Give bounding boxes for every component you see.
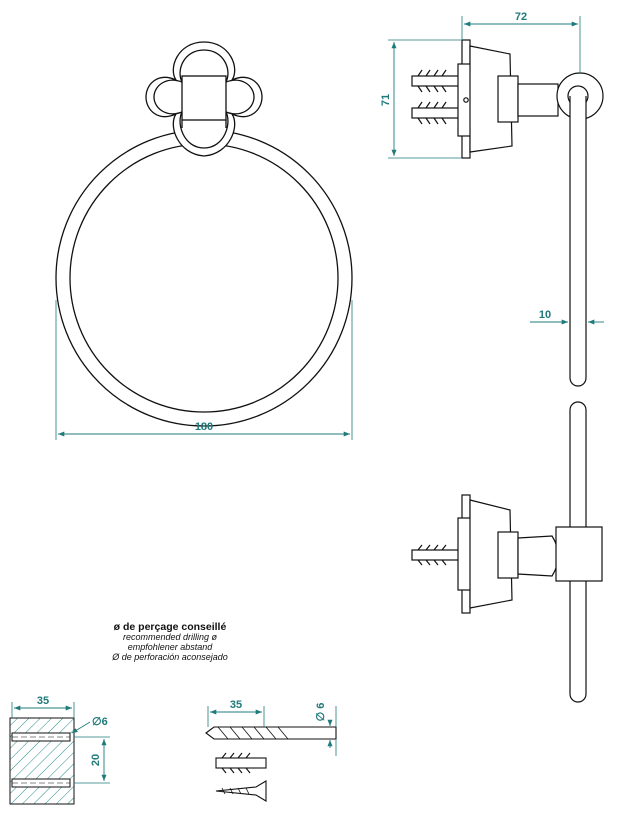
wall-plug-single bbox=[411, 544, 463, 566]
side-view-top bbox=[411, 39, 604, 387]
dimension-ring-width: 180 bbox=[55, 300, 353, 440]
notes-title: ø de perçage conseillé bbox=[113, 621, 227, 633]
dimension-hole-diameter-left: ∅6 bbox=[71, 716, 108, 734]
wall-plug-upper bbox=[411, 69, 463, 93]
dimension-drill-depth: 35 bbox=[207, 699, 265, 727]
dimension-rod-diameter: 10 bbox=[530, 309, 604, 325]
notes-german: empfohlener abstand bbox=[127, 642, 213, 652]
notes-spanish: Ø de perforación aconsejado bbox=[112, 652, 228, 662]
front-view-ring bbox=[55, 41, 353, 427]
dimension-depth: 72 bbox=[461, 11, 581, 74]
ring-width-label: 180 bbox=[195, 421, 213, 433]
wall-plug-lower bbox=[411, 101, 463, 125]
drill-bit bbox=[205, 726, 337, 740]
wall-plug-detail bbox=[215, 752, 267, 774]
hole-diameter-left-label: ∅6 bbox=[92, 716, 108, 728]
drilling-notes: ø de perçage conseillé recommended drill… bbox=[70, 622, 270, 662]
screw-detail bbox=[215, 780, 267, 802]
hole-spacing-label: 20 bbox=[90, 754, 102, 766]
drilling-wall-section bbox=[9, 717, 75, 805]
rod-diameter-label: 10 bbox=[539, 309, 551, 321]
height-label: 71 bbox=[380, 94, 392, 106]
notes-english: recommended drilling ø bbox=[122, 632, 218, 642]
side-view-bottom bbox=[411, 401, 603, 703]
drill-diameter-label: ∅ 6 bbox=[315, 703, 327, 722]
dimension-height: 71 bbox=[380, 39, 462, 159]
hole-depth-left-label: 35 bbox=[37, 695, 49, 707]
dimension-hole-depth-left: 35 bbox=[11, 695, 75, 718]
depth-label: 72 bbox=[515, 11, 527, 23]
dimension-drill-diameter: ∅ 6 bbox=[315, 703, 337, 756]
drill-depth-label: 35 bbox=[230, 699, 242, 711]
dimension-hole-spacing: 20 bbox=[74, 736, 110, 784]
